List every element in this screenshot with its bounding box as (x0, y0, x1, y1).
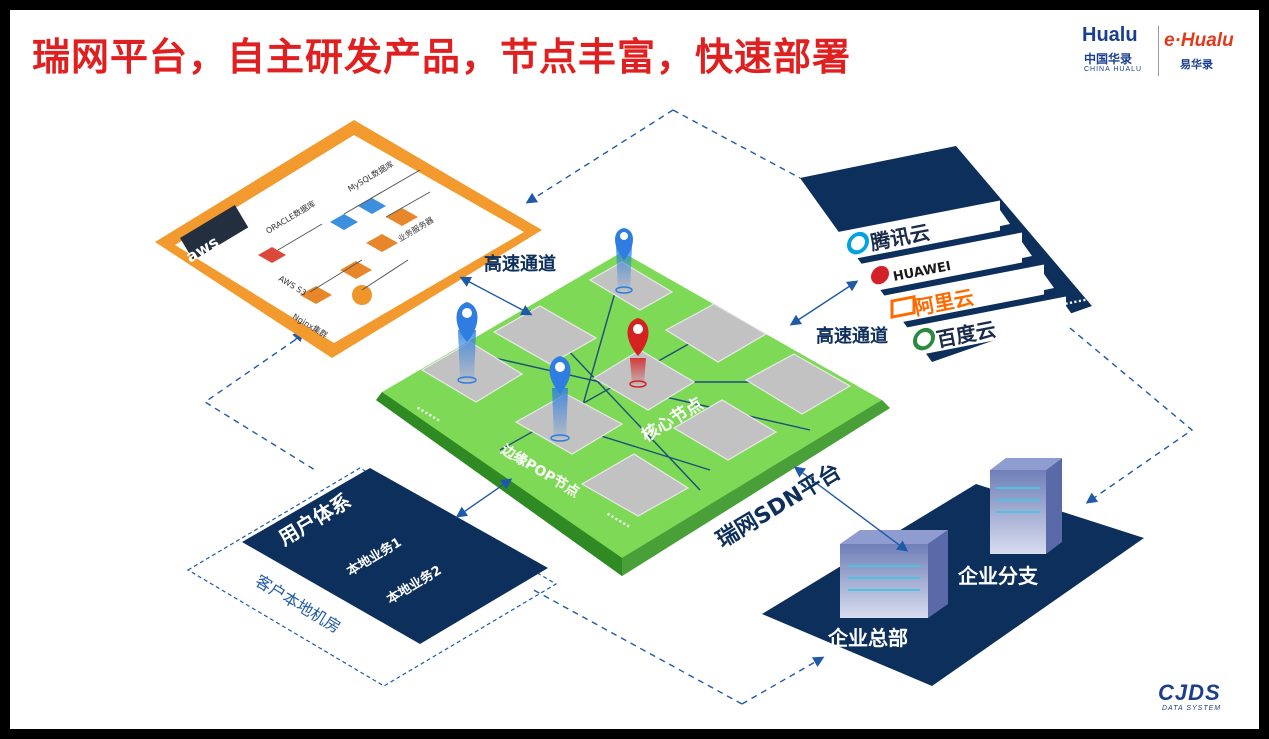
customer-room (186, 467, 558, 687)
channel-left-label: 高速通道 (484, 254, 556, 275)
ehualu-chinese-name: 易华录 (1180, 58, 1213, 71)
ehualu-wordmark: e·Hualu (1164, 30, 1234, 51)
pin-blue-left (456, 302, 478, 384)
hualu-english-name: CHINA HUALU (1084, 66, 1143, 73)
branch-server-icon (990, 458, 1062, 554)
cloud-provider-panel (800, 146, 1092, 362)
cjds-logo: CJDS DATA SYSTEM (1158, 680, 1238, 718)
cjds-wordmark: CJDS (1158, 680, 1221, 705)
cjds-subtitle: DATA SYSTEM (1162, 705, 1222, 712)
slide: 瑞网平台，自主研发产品，节点丰富，快速部署 Hualu 中国华录 CHINA H… (10, 10, 1259, 729)
baidu-cloud-card (904, 296, 1066, 358)
aws-logo-icon (180, 205, 249, 261)
architecture-diagram: ORACLE数据库 MySQL数据库 AWS S3 业务服务器 Nginx集群 … (155, 109, 1194, 705)
pin-blue-middle (549, 356, 571, 442)
hq-label: 企业总部 (828, 626, 908, 650)
enterprise-panel (762, 458, 1144, 686)
pin-blue-top (615, 228, 633, 294)
high-speed-links (455, 276, 909, 552)
hualu-chinese-name: 中国华录 (1084, 52, 1133, 66)
hualu-wordmark: Hualu (1082, 24, 1138, 46)
hualu-logo: Hualu 中国华录 CHINA HUALU e·Hualu 易华录 (1082, 24, 1252, 86)
channel-right-label: 高速通道 (816, 326, 888, 347)
aliyun-card (882, 264, 1044, 326)
logo-divider (1158, 26, 1159, 76)
pin-red-core (627, 318, 649, 388)
hq-server-icon (840, 530, 948, 618)
nginx-icon (352, 285, 372, 305)
s3-icon (258, 247, 286, 263)
huawei-card (860, 232, 1022, 294)
tencent-cloud-card (838, 200, 1000, 262)
branch-label: 企业分支 (958, 564, 1038, 588)
aws-card (155, 120, 542, 358)
page-title: 瑞网平台，自主研发产品，节点丰富，快速部署 (32, 35, 852, 79)
cloud-panel-dots: ...... (1058, 290, 1088, 309)
